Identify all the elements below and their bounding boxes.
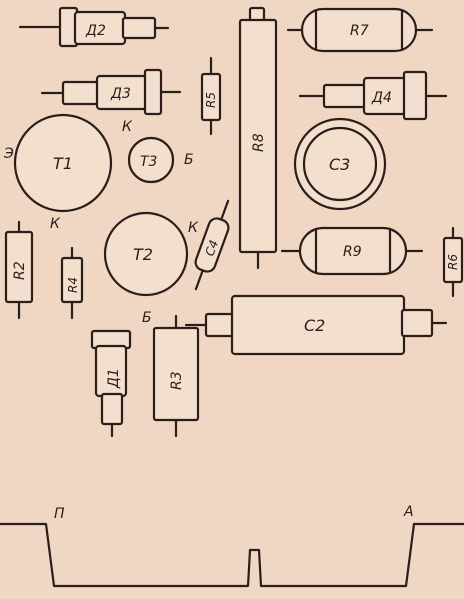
resistor-r2: R2 [4,220,34,320]
pin-t2-collector: К [188,220,199,236]
label-d3: Д3 [110,86,131,102]
diode-d1: Д1 [90,329,132,438]
edge-label-right: А [403,504,414,520]
pin-t1-collector-top: К [122,119,133,135]
label-d1: Д1 [106,368,122,389]
transistor-t1: Т1 Э К К [3,113,133,232]
transistor-t2: Т2 К Б [103,211,199,326]
capacitor-c2: С2 [184,294,448,356]
resistor-r8: R8 [238,6,278,270]
label-r3: R3 [169,371,185,390]
resistor-r4: R4 [60,246,84,320]
edge-label-left: П [54,506,65,522]
label-t1: Т1 [53,154,73,173]
diode-d4: Д4 [298,70,448,121]
pin-t2-base: Б [142,310,152,326]
resistor-r6: R6 [442,226,464,298]
label-r5: R5 [204,92,218,108]
label-c2: С2 [304,316,325,335]
pin-t3-base: Б [184,152,194,168]
label-c3: С3 [329,155,350,174]
label-c4: С4 [203,238,222,258]
label-r6: R6 [446,254,460,270]
resistor-r9: R9 [280,226,424,276]
resistor-r7: R7 [286,7,434,53]
label-d2: Д2 [85,23,106,39]
label-r8: R8 [251,133,267,152]
label-t3: Т3 [140,154,157,170]
label-r4: R4 [66,277,80,293]
label-r7: R7 [350,23,369,39]
label-t2: Т2 [133,245,153,264]
pin-t1-collector-bottom: К [50,216,61,232]
capacitor-c3: С3 [293,117,387,211]
diode-d2: Д2 [18,6,170,48]
label-r9: R9 [343,244,362,260]
label-r2: R2 [12,261,28,280]
pin-t1-emitter: Э [3,146,14,162]
board-edge-connector: П А [0,504,464,588]
transistor-t3: Т3 Б [127,136,194,184]
resistor-r3: R3 [152,314,200,438]
label-d4: Д4 [371,90,392,106]
capacitor-c4: С4 [194,199,230,291]
resistor-r5: R5 [200,56,222,136]
diode-d3: Д3 [40,68,182,116]
